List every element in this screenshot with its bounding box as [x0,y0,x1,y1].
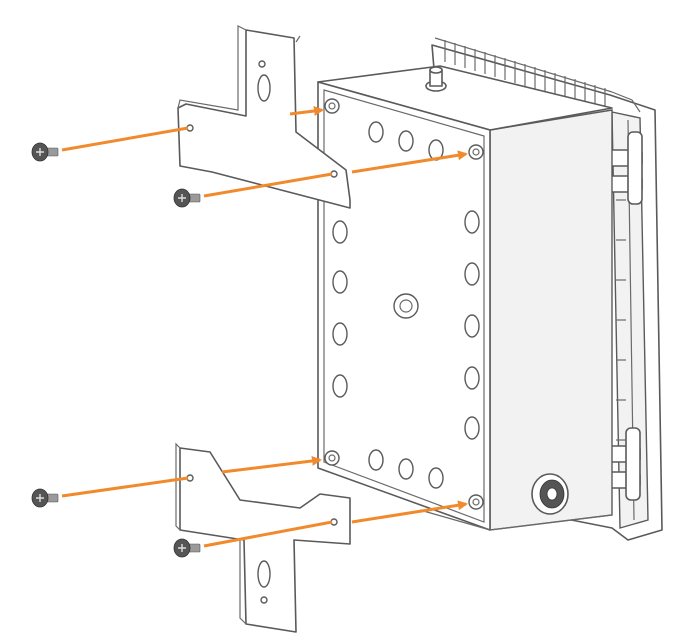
arrow-bracket-to-box-bottom-left [221,456,322,474]
arrow-screw-to-bracket-bottom-right [203,520,333,548]
arrow-screw-to-bracket-top-right [203,172,333,198]
arrow-bracket-to-box-top-right [351,150,468,174]
arrow-bracket-to-box-bottom-right [351,500,468,524]
arrow-screw-to-bracket-top-left [61,126,189,152]
vent-plug [425,66,447,92]
assembly-arrows [61,106,468,548]
screw-top-right [173,188,201,208]
arrow-bracket-to-box-top-left [289,106,324,116]
cable-gland [531,473,569,515]
screw-bottom-right [173,538,201,558]
arrow-screw-to-bracket-bottom-left [61,476,189,498]
screw-bottom-left [31,488,59,508]
screw-top-left [31,142,59,162]
mounting-bracket-top [177,25,351,209]
mounting-bracket-bottom [175,442,351,633]
enclosure-box [317,37,663,541]
